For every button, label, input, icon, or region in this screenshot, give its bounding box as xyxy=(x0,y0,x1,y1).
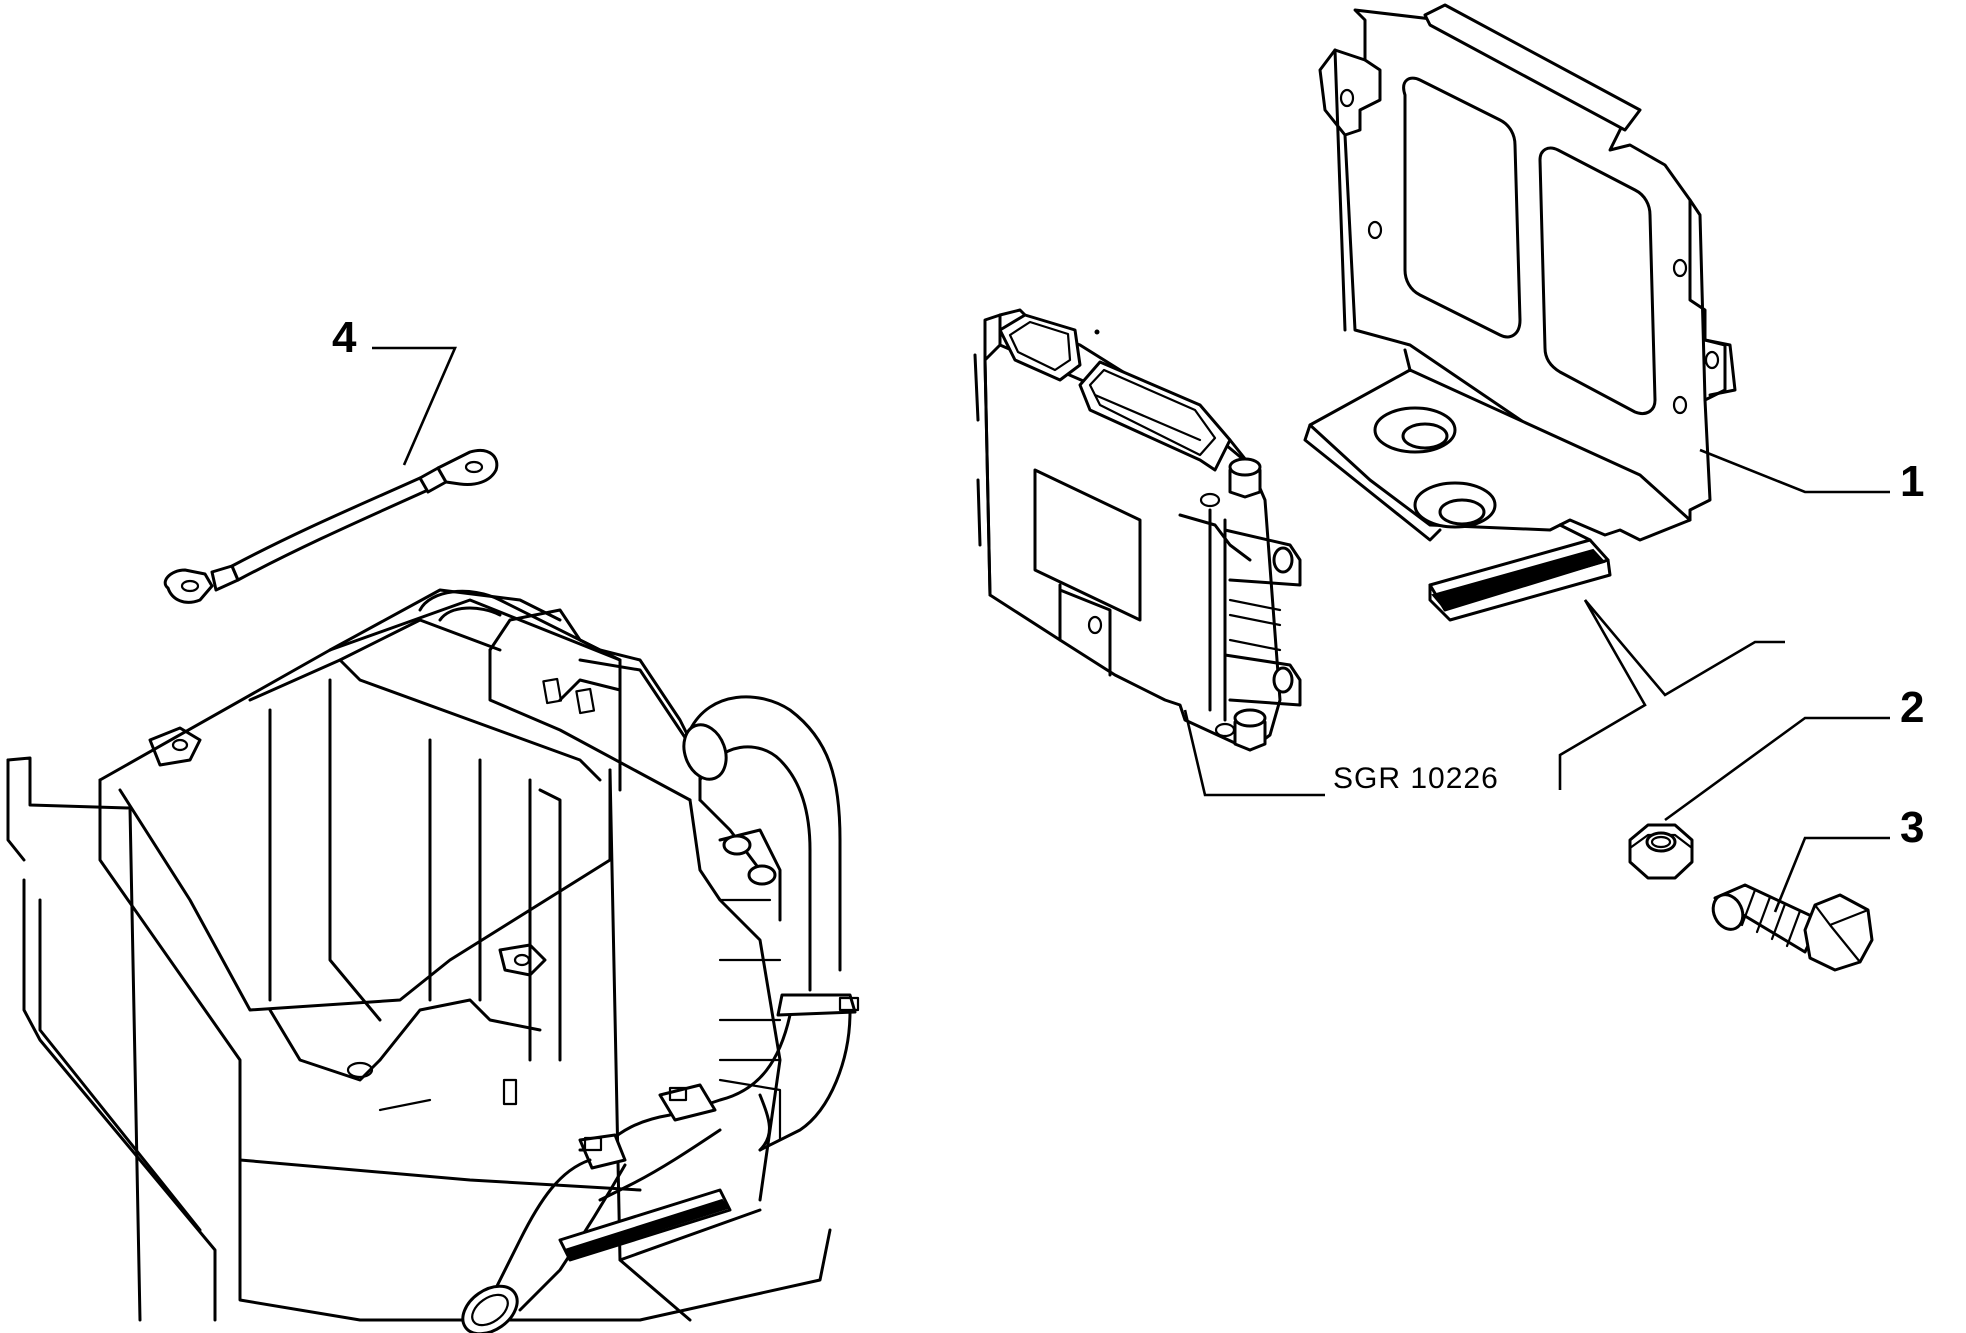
callout-3: 3 xyxy=(1900,803,1924,852)
ground-strap-cable[interactable] xyxy=(163,449,499,604)
mounting-bracket[interactable] xyxy=(1303,3,1737,622)
leader-line-ecu xyxy=(1183,709,1325,797)
leader-line-2 xyxy=(1664,716,1890,822)
callout-1: 1 xyxy=(1900,457,1924,506)
hex-bolt[interactable] xyxy=(1708,883,1874,972)
battery-module-and-hoses[interactable] xyxy=(418,589,860,1333)
battery-housing[interactable] xyxy=(6,588,832,1322)
leader-line-bracket xyxy=(1584,599,1785,697)
leader-line-ref xyxy=(1558,599,1647,790)
leader-line-3 xyxy=(1773,836,1890,913)
hex-nut[interactable] xyxy=(1628,823,1694,880)
electronic-control-unit[interactable] xyxy=(973,308,1302,752)
leader-line-1 xyxy=(1699,448,1890,494)
stray-dot xyxy=(1094,329,1100,335)
callout-2: 2 xyxy=(1900,683,1924,732)
reference-code-label: SGR 10226 xyxy=(1333,762,1499,795)
leader-line-4 xyxy=(372,346,457,466)
callout-4: 4 xyxy=(332,313,357,362)
